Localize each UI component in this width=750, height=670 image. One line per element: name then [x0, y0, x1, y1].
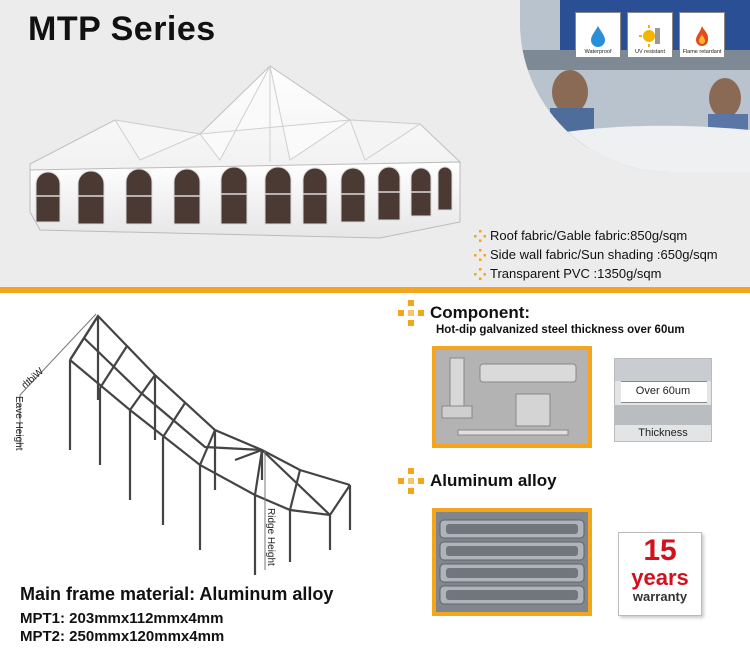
badge-flame: Flame retardant — [679, 12, 725, 58]
aluminum-profile-image — [432, 508, 592, 616]
warranty-badge: 15 years warranty — [618, 532, 702, 616]
hero-section: MTP Series — [0, 0, 750, 287]
fabric-specs: Roof fabric/Gable fabric:850g/sqm Side w… — [474, 226, 718, 283]
diamond-bullet-icon — [474, 229, 486, 242]
diamond-bullet-icon — [474, 248, 486, 261]
spec-item: Roof fabric/Gable fabric:850g/sqm — [474, 226, 718, 245]
width-label: Width — [20, 366, 46, 391]
aluminum-heading: Aluminum alloy — [398, 468, 557, 494]
ridge-height-label: Ridge Height — [265, 508, 276, 566]
spec-item: Transparent PVC :1350g/sqm — [474, 264, 718, 283]
tent-image — [29, 64, 462, 239]
eave-height-label: Eave Height — [13, 396, 24, 451]
spec-item: Side wall fabric/Sun shading :650g/sqm — [474, 245, 718, 264]
water-drop-icon — [591, 26, 605, 47]
component-subheading: Hot-dip galvanized steel thickness over … — [436, 324, 685, 336]
warranty-label: warranty — [632, 589, 688, 604]
mpt1-spec: MPT1: 203mmx112mmx4mm — [20, 610, 224, 627]
sun-icon — [639, 25, 660, 47]
steel-parts-image — [432, 346, 592, 448]
feature-badges: Waterproof UV resistant Flame retardant — [575, 12, 725, 58]
thickness-image: Over 60um Thickness — [614, 358, 712, 442]
badge-waterproof: Waterproof — [575, 12, 621, 58]
diamond-bullet-icon — [474, 267, 486, 280]
main-frame-material: Main frame material: Aluminum alloy — [20, 584, 334, 604]
page-title: MTP Series — [28, 10, 216, 48]
section-divider — [0, 287, 750, 293]
component-heading: Component: — [398, 300, 530, 326]
badge-uv: UV resistant — [627, 12, 673, 58]
thickness-top-label: Over 60um — [635, 385, 691, 397]
mpt2-spec: MPT2: 250mmx120mmx4mm — [20, 628, 225, 645]
warranty-unit: years — [631, 565, 689, 590]
diamond-bullet-icon — [398, 468, 424, 494]
thickness-bottom-label: Thickness — [638, 427, 688, 439]
diamond-bullet-icon — [398, 300, 424, 326]
flame-icon — [696, 26, 709, 46]
warranty-number: 15 — [643, 534, 677, 567]
frame-diagram: Width Eave Height Ridge Height — [13, 313, 352, 575]
